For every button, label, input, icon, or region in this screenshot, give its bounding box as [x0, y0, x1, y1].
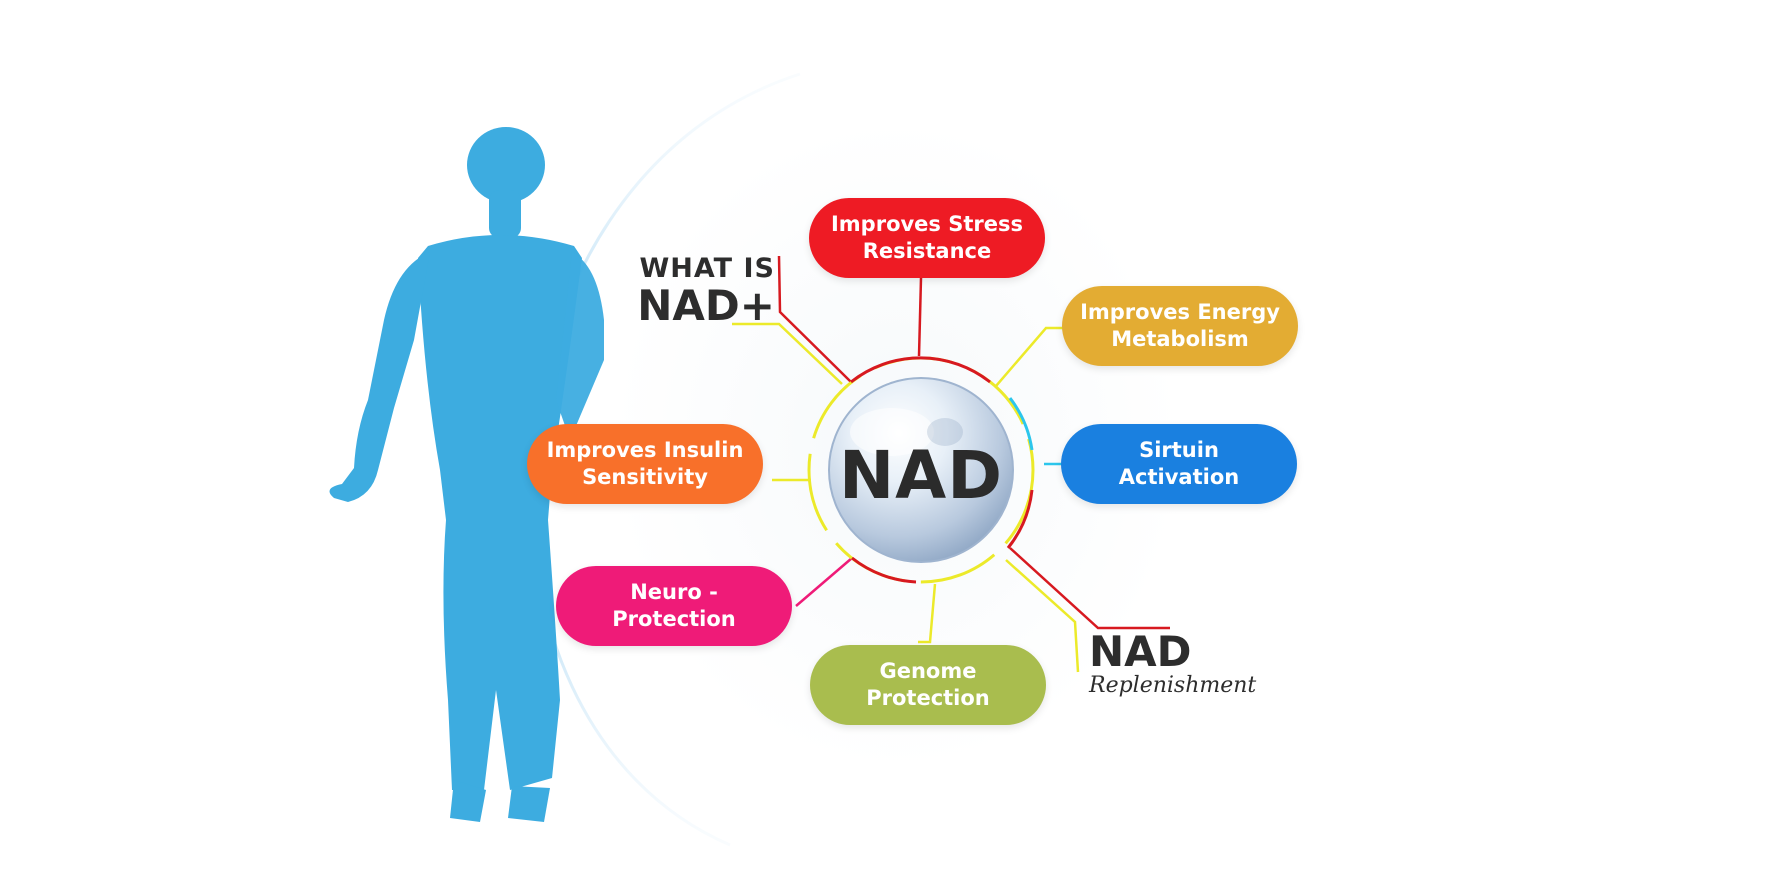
connector-neuro [795, 557, 853, 607]
connector-stress [917, 277, 923, 357]
benefit-stress-resistance: Improves Stress Resistance [809, 198, 1045, 278]
title-line-1: WHAT IS [639, 253, 775, 284]
benefit-line-2: Resistance [862, 239, 992, 263]
benefit-insulin-sensitivity: Improves Insulin Sensitivity [527, 424, 763, 504]
glass-sphere-icon [828, 377, 1014, 563]
benefit-line-1: Improves Stress [830, 212, 1023, 236]
benefit-line-1: Genome [879, 659, 977, 683]
connector-replenish-red [1009, 547, 1170, 630]
benefit-line-2: Protection [866, 686, 990, 710]
replenishment-line-1: NAD [1089, 627, 1192, 676]
replenishment-label: NAD Replenishment [1089, 630, 1289, 698]
center-nad-label: NAD [838, 437, 1004, 514]
benefit-line-1: Improves Energy [1080, 300, 1280, 324]
title-line-2: NAD+ [637, 281, 775, 330]
connector-energy [995, 326, 1067, 387]
connector-genome [918, 583, 937, 644]
benefit-energy-metabolism: Improves Energy Metabolism [1062, 286, 1298, 366]
connector-title-yellow [732, 322, 843, 385]
connector-title-red [777, 255, 852, 383]
human-body-silhouette-icon [329, 127, 604, 822]
benefit-line-1: Neuro - [630, 580, 718, 604]
benefit-line-2: Sensitivity [582, 465, 708, 489]
connectors [732, 255, 1170, 673]
benefit-genome-protection: Genome Protection [810, 645, 1046, 725]
benefit-line-1: Improves Insulin [546, 438, 744, 462]
benefit-line-2: Protection [612, 607, 736, 631]
replenishment-line-2: Replenishment [1089, 673, 1257, 698]
page-title: WHAT IS NAD+ [633, 254, 775, 328]
center-ring [807, 356, 1035, 584]
benefit-line-1: Sirtuin [1139, 438, 1219, 462]
benefit-neuro-protection: Neuro - Protection [556, 566, 792, 646]
connector-replenish-yellow [1005, 559, 1080, 673]
benefit-sirtuin-activation: Sirtuin Activation [1061, 424, 1297, 504]
benefit-line-2: Metabolism [1111, 327, 1249, 351]
benefit-line-2: Activation [1118, 465, 1240, 489]
